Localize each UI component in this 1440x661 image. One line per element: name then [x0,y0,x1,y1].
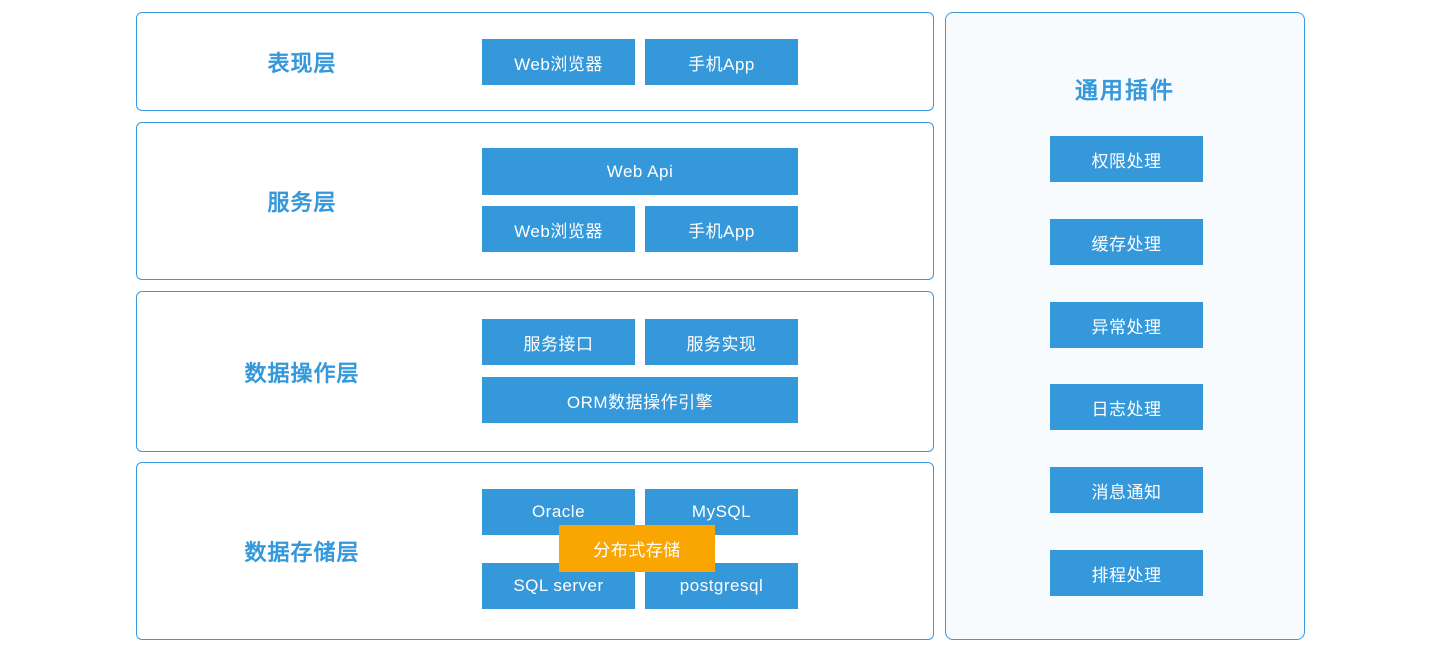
plugin-log-handling: 日志处理 [1050,384,1203,430]
plugin-message-notification: 消息通知 [1050,467,1203,513]
layer-data-operation-title: 数据操作层 [244,360,360,386]
layer-presentation-title: 表现层 [267,50,337,76]
node-service-implementation: 服务实现 [645,319,798,365]
layer-data-storage: 数据存储层 Oracle MySQL SQL server postgresql… [136,462,934,640]
layer-service: 服务层 Web Api Web浏览器 手机App [136,122,934,280]
node-mobile-app: 手机App [645,39,798,85]
node-oracle: Oracle [482,489,635,535]
common-plugins-title: 通用插件 [1075,77,1175,103]
node-distributed-storage: 分布式存储 [559,525,715,572]
plugin-permission-handling: 权限处理 [1050,136,1203,182]
node-mobile-app: 手机App [645,206,798,252]
layer-data-storage-title: 数据存储层 [244,540,360,565]
plugin-schedule-handling: 排程处理 [1050,550,1203,596]
plugin-cache-handling: 缓存处理 [1050,219,1203,265]
node-postgresql: postgresql [645,563,798,609]
node-web-browser: Web浏览器 [482,206,635,252]
node-sql-server: SQL server [482,563,635,609]
layer-presentation: 表现层 Web浏览器 手机App [136,12,934,111]
common-plugins-panel: 通用插件 权限处理 缓存处理 异常处理 日志处理 消息通知 排程处理 [945,12,1305,640]
layer-data-operation: 数据操作层 服务接口 服务实现 ORM数据操作引擎 [136,291,934,452]
node-service-interface: 服务接口 [482,319,635,365]
plugin-exception-handling: 异常处理 [1050,302,1203,348]
layer-service-title: 服务层 [267,190,337,215]
node-web-api: Web Api [482,148,798,195]
node-web-browser: Web浏览器 [482,39,635,85]
node-orm-engine: ORM数据操作引擎 [482,377,798,423]
